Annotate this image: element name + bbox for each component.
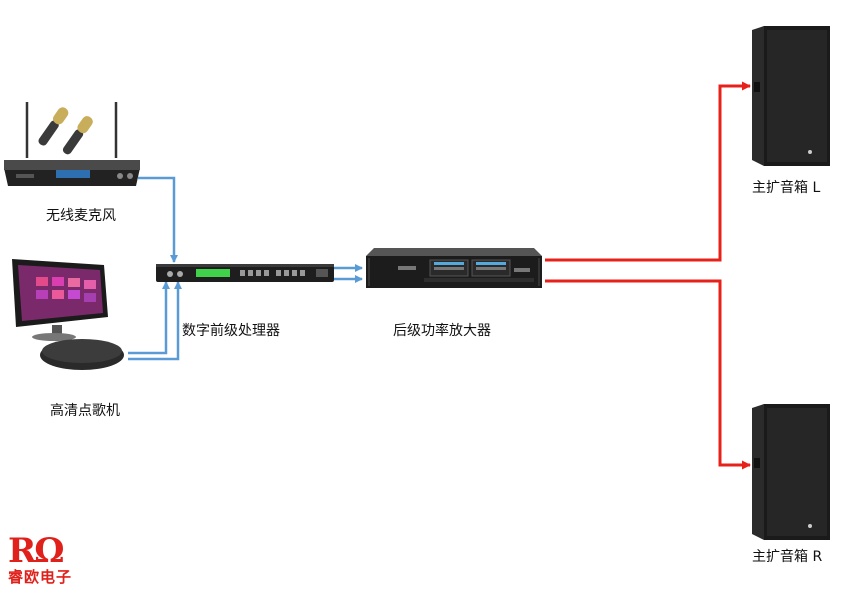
- preamp-processor-label: 数字前级处理器: [182, 323, 280, 339]
- karaoke-player-device: [8, 255, 130, 380]
- speaker-left-label: 主扩音箱 L: [752, 180, 821, 196]
- power-amp-label: 后级功率放大器: [393, 323, 491, 339]
- logo-name: 睿欧电子: [8, 568, 73, 586]
- karaoke-player-icon: [12, 259, 124, 370]
- power-amp-icon: [366, 248, 542, 288]
- player-to-processor-line-1: [128, 281, 170, 355]
- wireless-mic-device: [2, 98, 142, 192]
- amp-to-speaker-right-line: [545, 279, 751, 470]
- amp-to-speaker-left-line: [545, 81, 751, 262]
- player-to-processor-line-2: [128, 281, 182, 361]
- mic-to-processor-line: [138, 176, 178, 263]
- speaker-right-icon: [752, 404, 830, 540]
- wireless-mic-icon: [4, 102, 140, 186]
- speaker-left-device: [750, 26, 832, 166]
- speaker-right-device: [750, 404, 832, 540]
- brand-logo: RΩ 睿欧电子: [8, 531, 82, 596]
- wireless-mic-label: 无线麦克风: [46, 208, 116, 224]
- preamp-processor-device: [156, 262, 334, 284]
- karaoke-player-label: 高清点歌机: [50, 403, 120, 419]
- speaker-left-icon: [752, 26, 830, 166]
- speaker-right-label: 主扩音箱 R: [752, 549, 823, 565]
- logo-mark: RΩ: [8, 531, 65, 571]
- preamp-processor-icon: [156, 264, 334, 282]
- power-amp-device: [364, 246, 544, 292]
